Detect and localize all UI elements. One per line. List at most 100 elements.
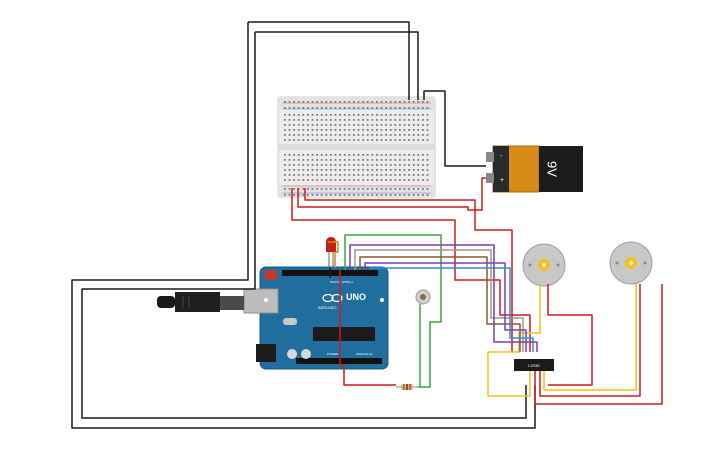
breadboard-hole[interactable]: [348, 174, 351, 176]
breadboard-hole[interactable]: [412, 154, 415, 156]
breadboard-hole[interactable]: [307, 139, 309, 141]
breadboard-hole[interactable]: [366, 119, 369, 121]
breadboard-hole[interactable]: [422, 107, 424, 109]
breadboard-hole[interactable]: [297, 164, 300, 166]
breadboard-hole[interactable]: [380, 124, 383, 126]
breadboard-hole[interactable]: [297, 159, 300, 161]
breadboard-hole[interactable]: [380, 119, 383, 121]
breadboard-hole[interactable]: [353, 188, 355, 190]
arduino-uno[interactable]: UNO ARDUINO DIGITAL (PWM~) POWER ANALOG …: [243, 266, 389, 370]
breadboard-hole[interactable]: [307, 107, 309, 109]
breadboard-hole[interactable]: [343, 179, 346, 181]
breadboard-hole[interactable]: [426, 114, 429, 116]
breadboard-hole[interactable]: [362, 174, 364, 176]
breadboard-hole[interactable]: [311, 134, 314, 136]
breadboard-hole[interactable]: [380, 179, 383, 181]
breadboard-hole[interactable]: [316, 101, 318, 103]
breadboard-hole[interactable]: [293, 169, 295, 171]
breadboard-hole[interactable]: [366, 114, 369, 116]
breadboard-hole[interactable]: [399, 129, 401, 131]
breadboard-hole[interactable]: [408, 119, 410, 121]
breadboard-hole[interactable]: [320, 188, 323, 190]
breadboard-hole[interactable]: [380, 107, 383, 109]
breadboard-hole[interactable]: [403, 159, 406, 161]
breadboard-hole[interactable]: [343, 134, 346, 136]
breadboard-hole[interactable]: [307, 119, 309, 121]
breadboard-hole[interactable]: [394, 129, 397, 131]
breadboard-hole[interactable]: [399, 124, 401, 126]
breadboard-hole[interactable]: [357, 101, 360, 103]
breadboard-hole[interactable]: [412, 107, 415, 109]
breadboard-hole[interactable]: [412, 164, 415, 166]
breadboard-hole[interactable]: [389, 194, 392, 196]
breadboard-hole[interactable]: [288, 134, 291, 136]
breadboard-hole[interactable]: [357, 159, 360, 161]
breadboard-hole[interactable]: [293, 129, 295, 131]
breadboard-hole[interactable]: [366, 139, 369, 141]
breadboard-hole[interactable]: [371, 179, 374, 181]
breadboard-hole[interactable]: [394, 169, 397, 171]
breadboard-hole[interactable]: [334, 188, 337, 190]
breadboard-hole[interactable]: [371, 164, 374, 166]
breadboard-hole[interactable]: [330, 169, 332, 171]
usb-cable[interactable]: [157, 292, 244, 312]
breadboard-hole[interactable]: [330, 164, 332, 166]
breadboard-hole[interactable]: [302, 114, 305, 116]
breadboard-hole[interactable]: [325, 114, 328, 116]
breadboard-hole[interactable]: [302, 159, 305, 161]
breadboard-hole[interactable]: [371, 124, 374, 126]
breadboard-hole[interactable]: [293, 179, 295, 181]
breadboard-hole[interactable]: [320, 154, 323, 156]
breadboard[interactable]: [277, 96, 436, 198]
breadboard-hole[interactable]: [334, 159, 337, 161]
breadboard-hole[interactable]: [362, 159, 364, 161]
breadboard-hole[interactable]: [376, 139, 378, 141]
breadboard-hole[interactable]: [297, 107, 300, 109]
breadboard-hole[interactable]: [311, 179, 314, 181]
breadboard-hole[interactable]: [348, 129, 351, 131]
breadboard-hole[interactable]: [330, 174, 332, 176]
breadboard-hole[interactable]: [426, 164, 429, 166]
breadboard-hole[interactable]: [325, 154, 328, 156]
breadboard-hole[interactable]: [343, 169, 346, 171]
breadboard-hole[interactable]: [334, 124, 337, 126]
breadboard-hole[interactable]: [417, 124, 420, 126]
breadboard-hole[interactable]: [371, 119, 374, 121]
breadboard-hole[interactable]: [399, 188, 401, 190]
breadboard-hole[interactable]: [348, 194, 351, 196]
breadboard-hole[interactable]: [353, 169, 355, 171]
breadboard-hole[interactable]: [376, 134, 378, 136]
breadboard-hole[interactable]: [302, 119, 305, 121]
breadboard-hole[interactable]: [348, 101, 351, 103]
breadboard-hole[interactable]: [412, 114, 415, 116]
breadboard-hole[interactable]: [376, 159, 378, 161]
breadboard-hole[interactable]: [320, 139, 323, 141]
breadboard-hole[interactable]: [353, 124, 355, 126]
breadboard-hole[interactable]: [348, 119, 351, 121]
breadboard-hole[interactable]: [399, 101, 401, 103]
breadboard-hole[interactable]: [339, 101, 341, 103]
breadboard-hole[interactable]: [362, 107, 364, 109]
breadboard-hole[interactable]: [412, 129, 415, 131]
breadboard-hole[interactable]: [385, 139, 387, 141]
breadboard-hole[interactable]: [297, 139, 300, 141]
potentiometer[interactable]: [415, 289, 431, 305]
breadboard-hole[interactable]: [334, 154, 337, 156]
breadboard-hole[interactable]: [403, 101, 406, 103]
breadboard-hole[interactable]: [362, 188, 364, 190]
breadboard-hole[interactable]: [376, 119, 378, 121]
breadboard-hole[interactable]: [385, 179, 387, 181]
breadboard-hole[interactable]: [357, 169, 360, 171]
breadboard-hole[interactable]: [417, 139, 420, 141]
breadboard-hole[interactable]: [288, 159, 291, 161]
breadboard-hole[interactable]: [311, 114, 314, 116]
breadboard-hole[interactable]: [412, 119, 415, 121]
breadboard-hole[interactable]: [426, 194, 429, 196]
breadboard-hole[interactable]: [307, 159, 309, 161]
breadboard-hole[interactable]: [389, 188, 392, 190]
breadboard-hole[interactable]: [311, 119, 314, 121]
breadboard-hole[interactable]: [288, 124, 291, 126]
breadboard-hole[interactable]: [353, 154, 355, 156]
breadboard-hole[interactable]: [307, 164, 309, 166]
breadboard-hole[interactable]: [399, 119, 401, 121]
